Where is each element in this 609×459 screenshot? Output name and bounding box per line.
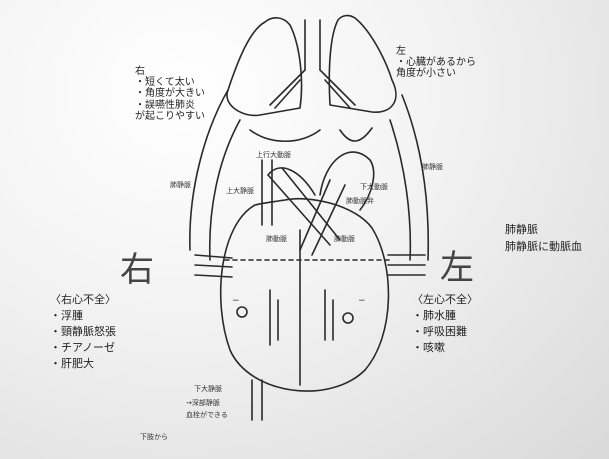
svc: [262, 160, 272, 225]
note-heading: 右: [135, 66, 205, 77]
label-pulm-vein-right: 肺静脈: [422, 162, 443, 172]
note-line: が起こりやすい: [135, 111, 205, 122]
flow-arrow-left: [325, 290, 333, 340]
note-item: ・浮腫: [50, 308, 116, 324]
note-left-bronchus: 左 ・心臓があるから 角度が小さい: [396, 46, 476, 80]
right-side-label: 右: [120, 242, 154, 291]
trachea: [305, 20, 320, 70]
note-line: 角度が小さい: [396, 68, 476, 79]
bronchi: [270, 70, 355, 108]
label-from-legs: 下肢から: [140, 432, 168, 442]
left-valve-circle: [343, 313, 353, 323]
label-pulm-valve: 肺動脈弁: [346, 196, 374, 206]
label-minus-right: −: [358, 296, 366, 306]
aorta-descend: [268, 168, 315, 195]
vessels-right: [388, 255, 425, 275]
note-line: 肺静脈: [505, 222, 582, 239]
note-left-heart-failure: 〈左心不全〉 ・肺水腫 ・呼吸困難 ・咳嗽: [412, 292, 478, 356]
note-pulmonary-vein: 肺静脈 肺静脈に動脈血: [505, 222, 582, 255]
note-line: ・短くて太い: [135, 77, 205, 88]
thorax-outline: [190, 90, 428, 260]
note-heading: 左: [396, 46, 476, 57]
label-dvt: →深部静脈: [186, 398, 220, 408]
right-valve-circle: [237, 307, 247, 317]
note-line: ・角度が大きい: [135, 88, 205, 99]
ivc: [252, 380, 262, 420]
note-right-bronchus: 右 ・短くて太い ・角度が大きい ・誤嚥性肺炎 が起こりやすい: [135, 66, 205, 122]
note-item: ・頸静脈怒張: [50, 324, 116, 340]
label-minus-left: −: [232, 296, 240, 306]
left-side-label: 左: [440, 240, 474, 289]
note-item: ・咳嗽: [412, 340, 478, 356]
note-line: 肺静脈に動脈血: [505, 239, 582, 256]
note-heading: 〈右心不全〉: [50, 292, 116, 308]
label-svc: 上大静脈: [226, 186, 254, 196]
label-pulm-artery-left: 肺動脈: [266, 234, 287, 244]
label-ivc: 下大静脈: [194, 384, 222, 394]
vessels-left: [195, 255, 232, 277]
arrow-bronchi: [250, 130, 320, 141]
note-line: ・誤嚥性肺炎: [135, 100, 205, 111]
label-aorta-top: 上行大動脈: [256, 150, 291, 160]
note-item: ・肝肥大: [50, 356, 116, 372]
note-right-heart-failure: 〈右心不全〉 ・浮腫 ・頸静脈怒張 ・チアノーゼ ・肝肥大: [50, 292, 116, 372]
label-desc-aorta: 下大動脈: [360, 182, 388, 192]
right-lung: [227, 18, 302, 116]
label-thrombus: 血栓ができる: [186, 410, 228, 420]
note-line: ・心臓があるから: [396, 57, 476, 68]
label-pulm-artery-right: 肺動脈: [334, 234, 355, 244]
heart-outline: [221, 199, 389, 391]
arrow-bronchi-2: [340, 128, 372, 141]
note-heading: 〈左心不全〉: [412, 292, 478, 308]
label-pulm-vein-left: 肺静脈: [170, 180, 191, 190]
note-item: ・呼吸困難: [412, 324, 478, 340]
note-item: ・チアノーゼ: [50, 340, 116, 356]
flow-arrow-right: [270, 290, 278, 345]
note-item: ・肺水腫: [412, 308, 478, 324]
left-lung: [329, 16, 396, 113]
